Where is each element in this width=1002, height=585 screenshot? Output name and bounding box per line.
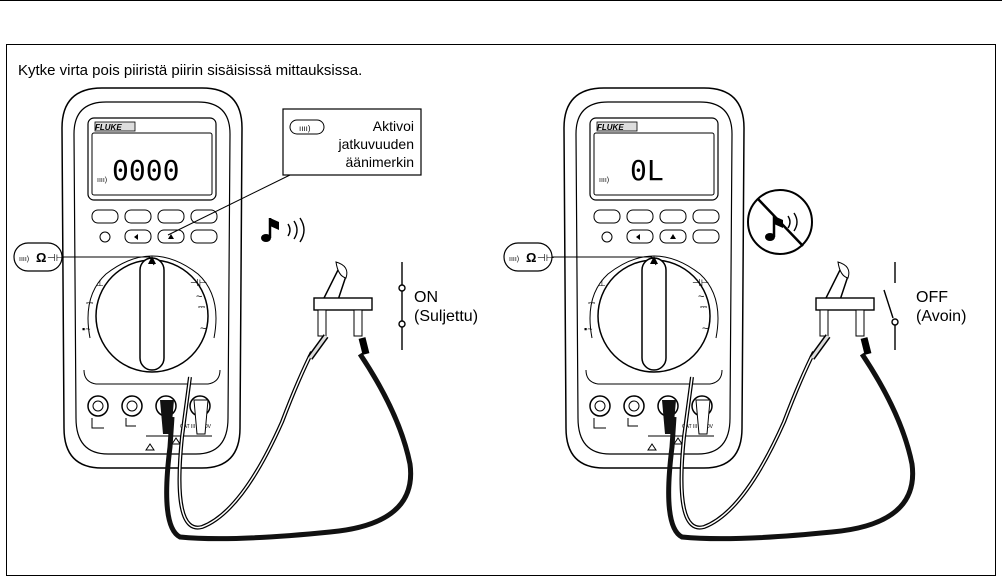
test-leads-right bbox=[666, 334, 916, 542]
switch-symbol-open bbox=[883, 262, 899, 350]
sound-waves-icon bbox=[287, 217, 305, 243]
svg-text:äänimerkin: äänimerkin bbox=[346, 154, 414, 170]
svg-text:Ω: Ω bbox=[526, 250, 536, 265]
switch-state-detail: (Suljettu) bbox=[414, 308, 478, 325]
beeper-indicator-icon: ıııı) bbox=[97, 177, 107, 184]
figure-frame bbox=[6, 44, 996, 576]
toggle-switch-left bbox=[313, 261, 373, 337]
continuity-symbol-icon: ıııı) Ω ⊣⊢ bbox=[13, 242, 64, 272]
switch-symbol-closed bbox=[398, 262, 406, 350]
switch-state-label: ON bbox=[414, 289, 438, 306]
black-plug-left bbox=[160, 400, 174, 434]
display-reading: 0L bbox=[630, 154, 664, 187]
multimeter-right bbox=[563, 87, 745, 469]
white-plug-right bbox=[695, 399, 711, 435]
svg-text:⊣⊢: ⊣⊢ bbox=[47, 253, 64, 264]
test-leads-left bbox=[164, 334, 414, 542]
brand-label: FLUKE bbox=[597, 123, 624, 132]
figure-caption: Kytke virta pois piiristä piirin sisäisi… bbox=[18, 62, 363, 79]
right-panel: FLUKE 0L ıııı) ıııı) Ω ⊣⊢ bbox=[503, 87, 966, 542]
music-note-icon bbox=[261, 218, 279, 242]
black-plug-right bbox=[662, 400, 676, 434]
beeper-callout: ıııı) Aktivoi jatkuvuuden äänimerkin bbox=[167, 108, 422, 236]
switch-state-label: OFF bbox=[916, 289, 948, 306]
beeper-indicator-icon: ıııı) bbox=[599, 177, 609, 184]
svg-text:⊣⊢: ⊣⊢ bbox=[537, 253, 554, 264]
switch-state-detail: (Avoin) bbox=[916, 308, 966, 325]
left-panel: FLUKE 0000 ıııı) ıııı) Ω ⊣⊢ ıııı) Aktivo… bbox=[13, 87, 478, 542]
continuity-symbol-icon: ıııı) Ω ⊣⊢ bbox=[503, 242, 554, 272]
svg-text:ıııı): ıııı) bbox=[19, 256, 29, 263]
top-rule bbox=[0, 0, 1002, 1]
beeper-button-icon: ıııı) bbox=[299, 124, 311, 133]
no-sound-icon bbox=[747, 189, 813, 255]
svg-text:Ω: Ω bbox=[36, 250, 46, 265]
svg-text:jatkuvuuden: jatkuvuuden bbox=[337, 136, 414, 152]
svg-text:ıııı): ıııı) bbox=[509, 256, 519, 263]
toggle-switch-right bbox=[815, 261, 875, 337]
white-plug-left bbox=[193, 399, 209, 435]
multimeter-left bbox=[61, 87, 243, 469]
brand-label: FLUKE bbox=[95, 123, 122, 132]
display-reading: 0000 bbox=[112, 154, 179, 187]
svg-text:Aktivoi: Aktivoi bbox=[373, 118, 414, 134]
